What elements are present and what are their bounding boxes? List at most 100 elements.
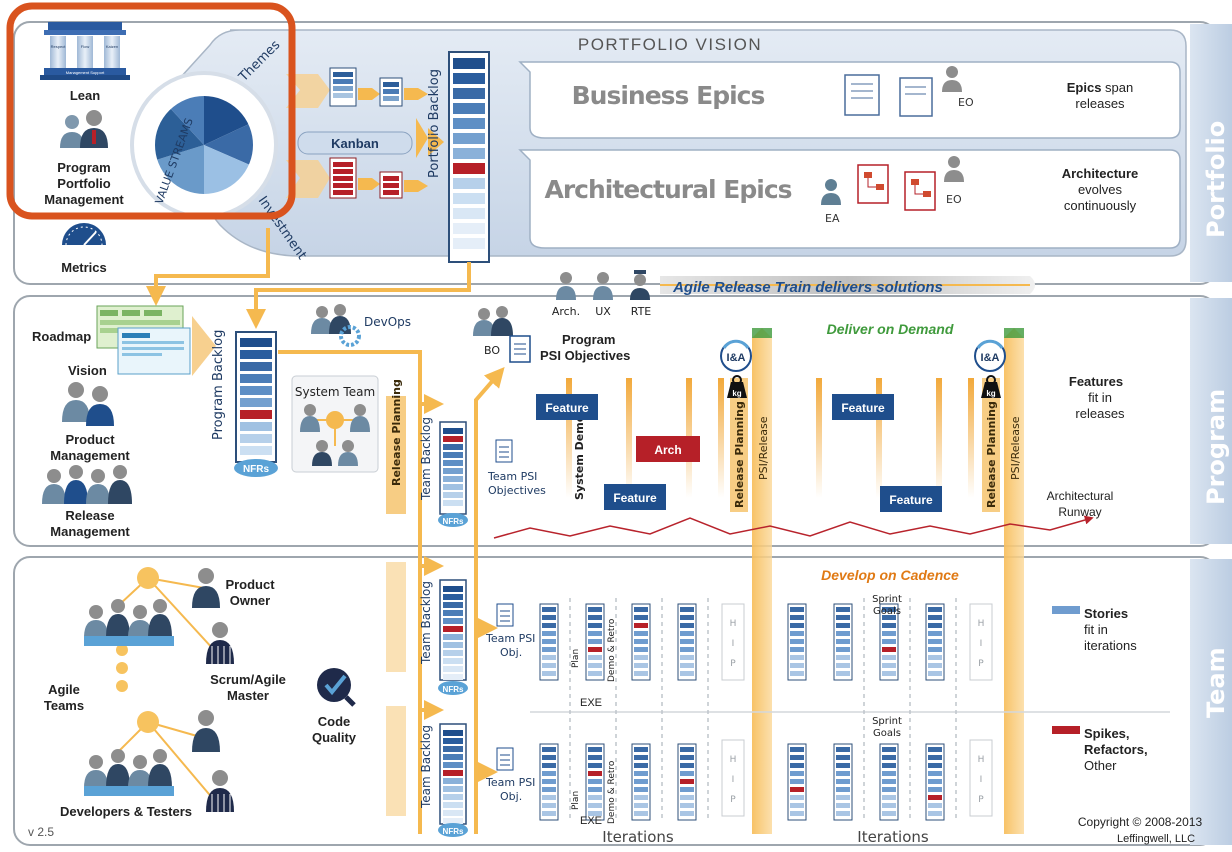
kg-label-2: kg	[986, 389, 995, 398]
note-arch-bold: Architecture	[1062, 166, 1139, 181]
release-planning-band-1	[730, 378, 748, 512]
iteration-story-item	[542, 607, 556, 612]
iteration-story-item	[882, 631, 896, 636]
iteration-story-item	[836, 631, 850, 636]
iteration-story-item	[680, 755, 694, 760]
psi-release-pillar-2	[1004, 328, 1024, 834]
code-quality-icon	[317, 668, 356, 707]
hip-box-1-letter-i: I	[732, 639, 735, 649]
iteration-story-item	[634, 747, 648, 752]
iteration-story-item	[882, 747, 896, 752]
iteration-story-item	[680, 663, 694, 668]
team-backlog-team2-item	[443, 754, 463, 760]
iteration-story-item	[836, 639, 850, 644]
iteration-story-item	[542, 639, 556, 644]
iteration-story-item	[928, 755, 942, 760]
architectural-epics-box	[518, 149, 1181, 249]
psi-release-pillar-2-cap	[1004, 328, 1024, 338]
inspect-adapt-label-2: I&A	[981, 352, 1000, 364]
iteration-story-item	[836, 787, 850, 792]
iteration-story-item	[882, 787, 896, 792]
team-backlog-team1-item	[443, 618, 463, 624]
program-backlog-item	[240, 338, 272, 347]
system-demo-tick-6	[876, 378, 882, 498]
architectural-epic-diagram-icon	[857, 164, 936, 211]
iteration-story-item	[680, 795, 694, 800]
iteration-story-item	[634, 623, 648, 628]
legend-stories-line2: fit in	[1084, 622, 1108, 637]
iteration-story-item	[836, 795, 850, 800]
iteration-story-item	[928, 631, 942, 636]
team-backlog-team2-item	[443, 762, 463, 768]
iteration-story-item	[836, 747, 850, 752]
team-backlog-team1-item	[443, 650, 463, 656]
note-epics-bold: Epics	[1067, 80, 1102, 95]
iteration-story-item	[790, 787, 804, 792]
team-backlog-program-item	[443, 436, 463, 442]
iteration-story-item	[542, 623, 556, 628]
iteration-story-item	[680, 639, 694, 644]
portfolio-backlog-item	[453, 238, 485, 249]
iteration-story-item	[790, 779, 804, 784]
iteration-story-item	[928, 663, 942, 668]
team-backlog-team2-item	[443, 818, 463, 824]
iteration-story-item	[836, 779, 850, 784]
hip-box-1-letter-p: P	[730, 659, 736, 669]
iteration-story-item	[542, 631, 556, 636]
business-epic-document-icon	[844, 74, 933, 117]
ppm-label-line2: Portfolio	[57, 176, 110, 191]
team-backlog-team1-item	[443, 666, 463, 672]
iteration-story-item	[542, 803, 556, 808]
team-nfrs-badge-team-2	[438, 823, 468, 837]
feature-box-1	[536, 394, 598, 420]
devops-people-icon	[311, 304, 361, 347]
metrics-label: Metrics	[61, 260, 107, 275]
connector-to-program-psi	[474, 366, 505, 834]
iteration-story-item	[680, 655, 694, 660]
kanban-arrow	[416, 118, 428, 158]
iteration-story-item	[836, 811, 850, 816]
iteration-story-item	[588, 671, 602, 676]
legend-stories-line3: iterations	[1084, 638, 1137, 653]
arch-role-label: Arch.	[552, 305, 580, 318]
art-banner-label: Agile Release Train delivers solutions	[672, 279, 943, 296]
sprint-goals-2-line1: Sprint	[872, 716, 902, 727]
iteration-story-item	[680, 779, 694, 784]
iteration-story-item	[542, 771, 556, 776]
psi-release-pillar-1	[752, 328, 772, 834]
arch-box	[636, 436, 700, 462]
portfolio-vision-title: PORTFOLIO VISION	[578, 35, 762, 54]
portfolio-backlog-item	[453, 178, 485, 189]
program-backlog-label: Program Backlog	[211, 330, 226, 440]
iteration-story-item	[680, 771, 694, 776]
iteration-story-item	[882, 755, 896, 760]
team-backlog-program-item	[443, 460, 463, 466]
iteration-story-item	[790, 655, 804, 660]
scrum-master-line2: Master	[227, 688, 269, 703]
iteration-story-item	[680, 623, 694, 628]
inspect-adapt-label-1: I&A	[727, 352, 746, 364]
eo-label-architecture: EO	[946, 193, 962, 206]
team-nfrs-badge-team-1	[438, 681, 468, 695]
iteration-story-item	[928, 747, 942, 752]
iteration-story-item	[680, 747, 694, 752]
note-epics-rest: span	[1101, 80, 1133, 95]
rte-role-icon	[630, 270, 650, 300]
scrum-master-line1: Scrum/Agile	[210, 672, 286, 687]
iteration-story-item	[790, 763, 804, 768]
iteration-stacks	[539, 603, 945, 821]
iteration-story-item	[836, 663, 850, 668]
demo-retro-label-1: Demo & Retro	[607, 618, 617, 682]
product-owner-icon-2	[192, 710, 220, 752]
portfolio-backlog-item	[453, 88, 485, 99]
iteration-story-item	[790, 811, 804, 816]
iteration-story-item	[680, 803, 694, 808]
lean-temple-icon	[40, 22, 130, 80]
iteration-story-item	[790, 607, 804, 612]
portfolio-backlog-item	[453, 133, 485, 144]
exe-label-1: EXE	[580, 697, 602, 709]
iteration-story-item	[680, 615, 694, 620]
team-psi-obj-2-line1: Team PSI	[485, 776, 535, 789]
feature-label-2: Feature	[613, 491, 657, 505]
team-backlog-program-item	[443, 476, 463, 482]
